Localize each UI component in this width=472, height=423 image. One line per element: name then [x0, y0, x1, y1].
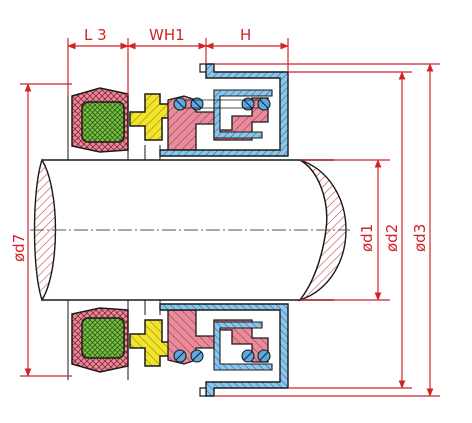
retainer-top — [159, 63, 289, 157]
dim-d3-label: ød3 — [411, 224, 429, 252]
shaft — [30, 158, 350, 302]
stationary-seat-top — [81, 101, 125, 143]
dim-d7-label: ød7 — [10, 234, 28, 262]
rotary-face-top — [129, 93, 173, 141]
spring-top — [173, 97, 271, 111]
dim-d1-label: ød1 — [358, 224, 376, 252]
shaft-left-break — [33, 158, 57, 302]
dim-wh1-label: WH1 — [149, 26, 185, 44]
dim-h-label: H — [240, 26, 251, 44]
dim-d2-label: ød2 — [383, 224, 401, 252]
seal-assembly-top — [67, 55, 289, 160]
seal-assembly-bottom — [67, 300, 289, 397]
dimensions: L 3 WH1 H ød7 ød1 ød2 ød3 — [10, 26, 440, 397]
dim-l3-label: L 3 — [84, 26, 107, 44]
